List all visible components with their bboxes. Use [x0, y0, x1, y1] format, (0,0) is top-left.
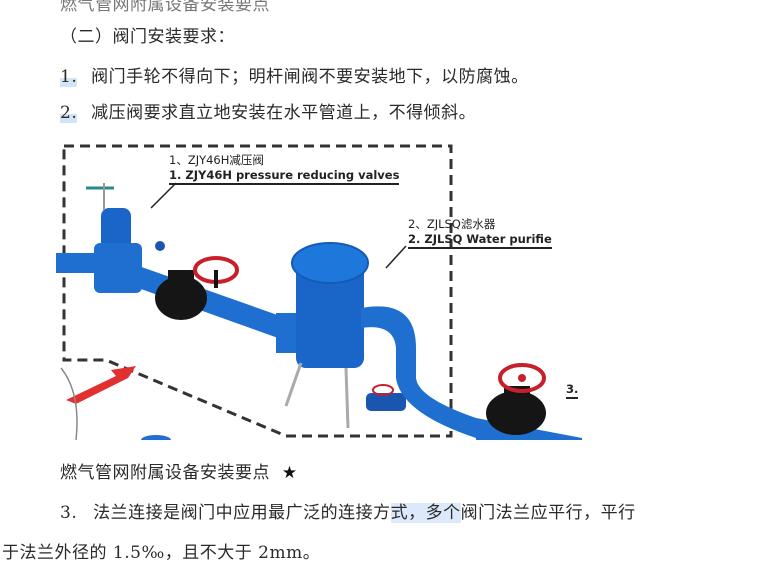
label-2-cn: 2、ZJLSQ滤水器 [408, 217, 496, 231]
item-number: 2. [60, 103, 78, 123]
paragraph-3-line-2: 于法兰外径的 1.5‰，且不大于 2mm。 [2, 543, 321, 563]
label-2-en: 2. ZJLSQ Water purifie [408, 232, 552, 249]
paragraph-3-line-1: 3. 法兰连接是阀门中应用最广泛的连接方式，多个阀门法兰应平行，平行 [60, 498, 636, 523]
label-3: 3. [566, 382, 579, 399]
item-text: 减压阀要求直立地安装在水平管道上，不得倾斜。 [91, 103, 477, 123]
star-icon: ★ [281, 463, 298, 483]
para-number: 3. [60, 503, 78, 523]
valve-installation-figure: 1、ZJY46H减压阀 1. ZJY46H pressure reducing … [56, 138, 582, 445]
list-item-2: 2. 减压阀要求直立地安装在水平管道上，不得倾斜。 [60, 98, 476, 123]
subheading-text: 燃气管网附属设备安装要点 [60, 463, 270, 483]
item-text: 阀门手轮不得向下；明杆闸阀不要安装地下，以防腐蚀。 [91, 67, 529, 87]
label-1-cn: 1、ZJY46H减压阀 [169, 153, 264, 167]
label-1-en: 1. ZJY46H pressure reducing valves [169, 168, 400, 185]
para-text: 法兰连接是阀门中应用最广泛的连接方 [93, 503, 391, 523]
cutoff-text-line: 燃气管网附属设备安装要点 [60, 0, 270, 15]
section-heading: （二）阀门安装要求： [60, 27, 235, 47]
para-highlight: 式，多个 [390, 503, 461, 523]
item-number: 1. [60, 67, 78, 87]
valve-diagram-illustration [56, 144, 582, 445]
list-item-1: 1. 阀门手轮不得向下；明杆闸阀不要安装地下，以防腐蚀。 [60, 62, 529, 87]
para-text-cont: 阀门法兰应平行，平行 [460, 503, 636, 523]
subheading: 燃气管网附属设备安装要点 ★ [60, 458, 298, 483]
